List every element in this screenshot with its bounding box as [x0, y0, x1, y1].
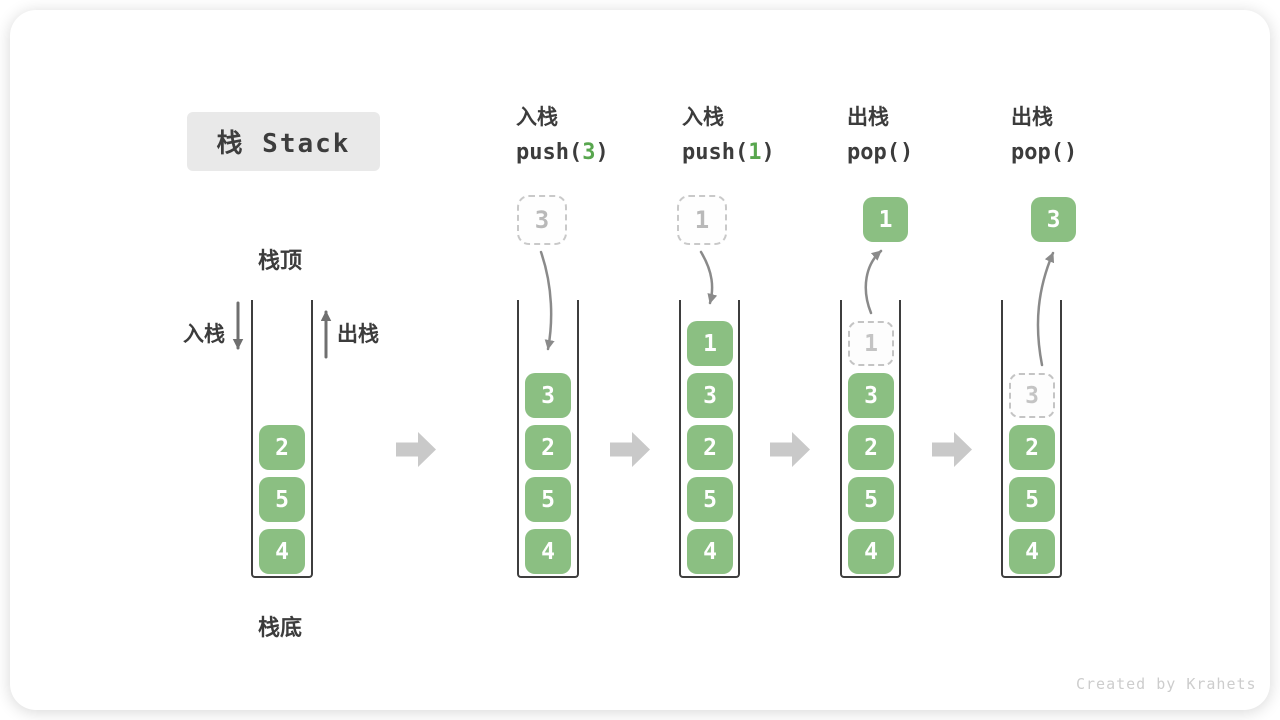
code-close: ) — [595, 140, 609, 165]
stack-cell: 2 — [1009, 425, 1055, 470]
popped-element-box: 1 — [863, 197, 908, 242]
stack-cell: 2 — [687, 425, 733, 470]
op-label-zh: 出栈 — [847, 106, 889, 129]
stack-cell: 2 — [525, 425, 571, 470]
stack-cell: 3 — [848, 373, 894, 418]
op-label-code: pop() — [847, 140, 913, 165]
push-side-label: 入栈 — [183, 323, 225, 346]
incoming-element-box: 3 — [517, 195, 567, 245]
stack-cell: 5 — [525, 477, 571, 522]
stack-container-5 — [1001, 300, 1062, 578]
op-label-code: pop() — [1011, 140, 1077, 165]
stack-container-2 — [517, 300, 579, 578]
op-label-code: push(1) — [682, 140, 775, 165]
figure-title: 栈 Stack — [187, 112, 380, 171]
code-arg: 1 — [748, 140, 762, 165]
stack-cell: 5 — [687, 477, 733, 522]
stack-cell: 4 — [848, 529, 894, 574]
op-label-push3: 入栈 push(3) — [516, 101, 609, 165]
stack-top-label: 栈顶 — [258, 248, 303, 273]
stack-cell: 4 — [259, 529, 305, 574]
stack-cell: 3 — [687, 373, 733, 418]
stack-cell: 4 — [687, 529, 733, 574]
stack-cell: 2 — [848, 425, 894, 470]
popped-element-box: 3 — [1031, 197, 1076, 242]
removed-element-ghost: 3 — [1009, 373, 1055, 418]
stack-cell: 1 — [687, 321, 733, 366]
op-label-code: push(3) — [516, 140, 609, 165]
stack-cell: 4 — [1009, 529, 1055, 574]
op-label-zh: 出栈 — [1011, 106, 1053, 129]
op-label-push1: 入栈 push(1) — [682, 101, 775, 165]
stack-cell: 2 — [259, 425, 305, 470]
stack-cell: 5 — [259, 477, 305, 522]
code-open: push( — [682, 140, 749, 165]
code-open: pop() — [1011, 140, 1078, 165]
stack-cell: 5 — [1009, 477, 1055, 522]
stack-container-4 — [840, 300, 901, 578]
stack-bottom-label: 栈底 — [258, 615, 303, 640]
pop-side-label: 出栈 — [337, 323, 379, 346]
code-arg: 3 — [582, 140, 596, 165]
watermark: Created by Krahets — [1076, 675, 1257, 693]
stack-cell: 3 — [525, 373, 571, 418]
op-label-zh: 入栈 — [682, 106, 724, 129]
stack-cell: 5 — [848, 477, 894, 522]
stack-container-1 — [251, 300, 313, 578]
code-open: pop() — [847, 140, 914, 165]
removed-element-ghost: 1 — [848, 321, 894, 366]
op-label-zh: 入栈 — [516, 106, 558, 129]
incoming-element-box: 1 — [677, 195, 727, 245]
stack-container-3 — [679, 300, 740, 578]
code-close: ) — [761, 140, 775, 165]
op-label-pop-1: 出栈 pop() — [847, 101, 913, 165]
code-open: push( — [516, 140, 583, 165]
op-label-pop-2: 出栈 pop() — [1011, 101, 1077, 165]
stack-cell: 4 — [525, 529, 571, 574]
